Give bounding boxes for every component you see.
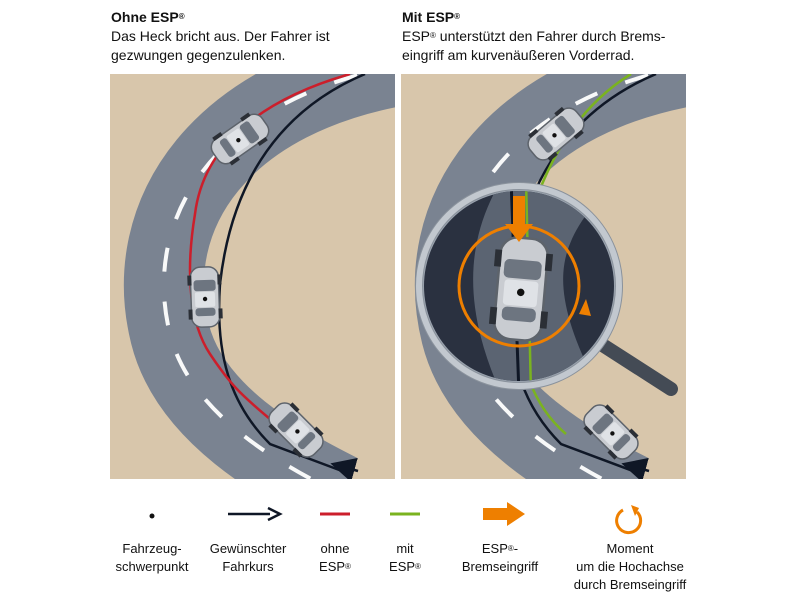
caption-without-esp: Ohne ESP® Das Heck bricht aus. Der Fahre… — [111, 8, 391, 65]
dot-icon — [149, 513, 155, 519]
caption-right-line1: ESP® unterstützt den Fahrer durch Brems- — [402, 28, 666, 44]
legend-bremseingriff: ESP®-Bremseingriff — [445, 500, 555, 576]
scene-without-esp — [110, 74, 395, 479]
legend-fahrkurs-label: Gewünschter Fahrkurs — [209, 541, 287, 574]
orange-arrow-icon — [483, 502, 525, 526]
caption-left-title: Ohne ESP — [111, 9, 179, 25]
red-track-line — [188, 74, 351, 420]
rotation-arrow-icon — [615, 508, 643, 535]
caption-right-title: Mit ESP — [402, 9, 455, 25]
legend-schwerpunkt: Fahrzeug- schwerpunkt — [112, 500, 192, 576]
car-icon — [186, 265, 224, 329]
esp-brake-arrow-icon — [505, 196, 533, 242]
caption-with-esp: Mit ESP® ESP® unterstützt den Fahrer dur… — [402, 8, 692, 65]
legend-fahrkurs: Gewünschter Fahrkurs — [198, 500, 298, 576]
caption-left-line2: gezwungen gegenzulenken. — [111, 47, 286, 63]
legend-schwerpunkt-label: Fahrzeug- schwerpunkt — [115, 541, 189, 574]
road — [123, 74, 395, 479]
legend-moment: Moment um die Hochachse durch Bremseingr… — [565, 500, 695, 594]
legend-moment-label: Moment um die Hochachse durch Bremseingr… — [573, 541, 687, 592]
scene-with-esp — [401, 74, 686, 479]
magnifier-handle-icon — [594, 337, 678, 396]
arrow-right-icon — [267, 506, 283, 522]
caption-left-line1: Das Heck bricht aus. Der Fahrer ist — [111, 28, 330, 44]
caption-right-line2: eingriff am kurvenäußeren Vorderrad. — [402, 47, 635, 63]
